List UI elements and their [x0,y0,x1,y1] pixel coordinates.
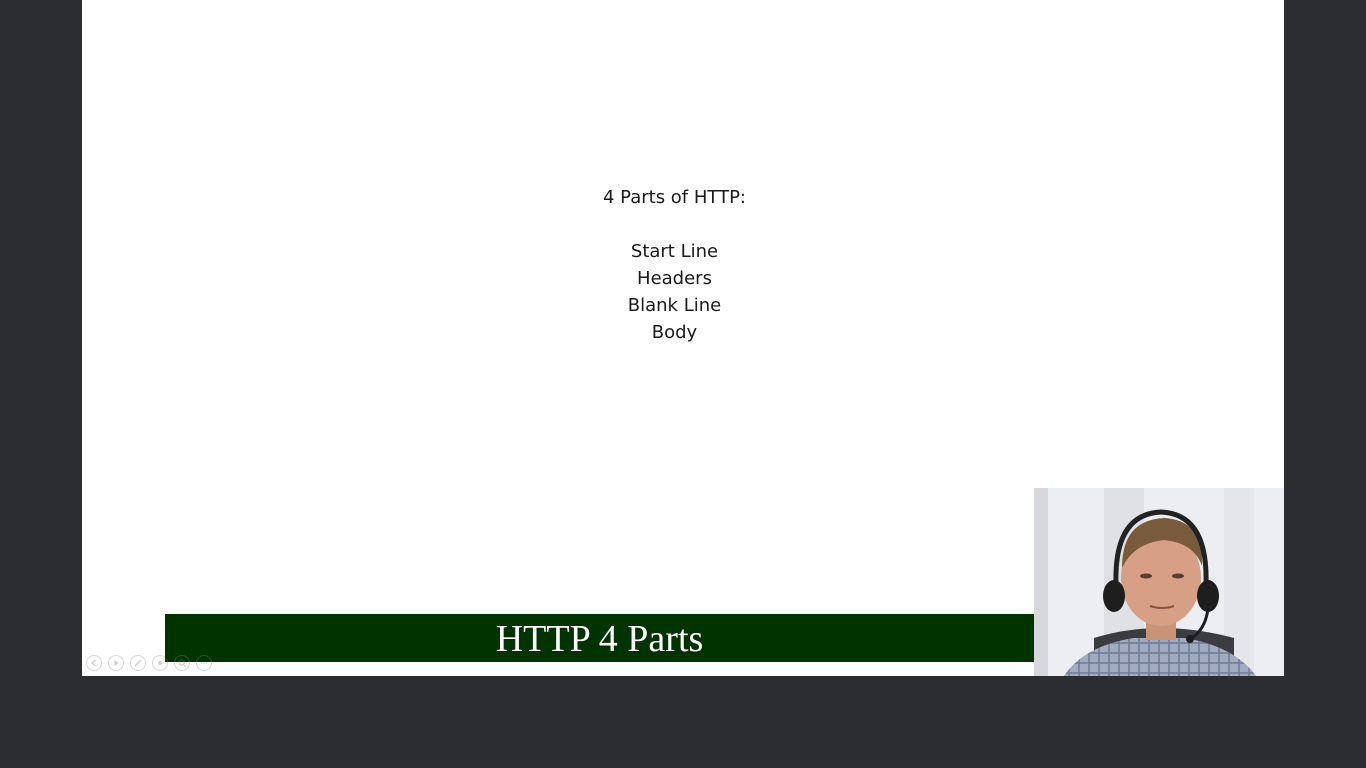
slide-content: 4 Parts of HTTP: Start Line Headers Blan… [82,184,1267,346]
zoom-icon[interactable] [174,655,190,671]
slide-part-blank-line: Blank Line [627,295,722,316]
more-icon[interactable] [196,655,212,671]
presenter-webcam [1034,488,1284,676]
presentation-slide: 4 Parts of HTTP: Start Line Headers Blan… [82,0,1284,676]
play-icon[interactable] [108,655,124,671]
pen-icon[interactable] [130,655,146,671]
pointer-icon[interactable] [152,655,168,671]
slide-title-bar: HTTP 4 Parts [165,614,1034,662]
prev-icon[interactable] [86,655,102,671]
slideshow-controls [86,655,212,673]
slide-part-headers: Headers [637,268,712,289]
presenter-image [1034,488,1284,676]
slide-part-body: Body [651,322,698,343]
slide-heading: 4 Parts of HTTP: [602,187,746,208]
slide-part-start-line: Start Line [630,241,719,262]
